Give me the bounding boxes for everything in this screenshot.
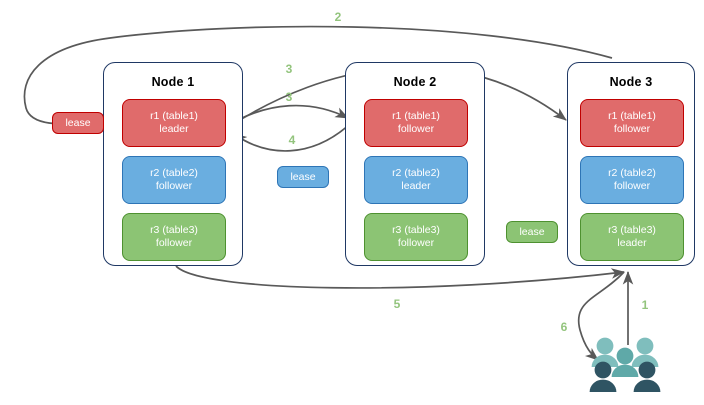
edge-label-3: 3 <box>285 90 293 104</box>
replica-name: r3 (table3) <box>608 224 656 236</box>
replica-role: follower <box>613 123 651 135</box>
replica-role: follower <box>155 237 193 249</box>
edge-label-2: 2 <box>334 10 342 24</box>
replica-r2[interactable]: r2 (table2) follower <box>580 156 684 204</box>
edge-label-3-long: 3 <box>285 62 293 76</box>
edge-label-1: 1 <box>641 298 649 312</box>
replica-role: follower <box>155 180 193 192</box>
replica-r3[interactable]: r3 (table3) follower <box>122 213 226 261</box>
replica-r1[interactable]: r1 (table1) follower <box>364 99 468 147</box>
replica-name: r1 (table1) <box>392 110 440 122</box>
replica-r2[interactable]: r2 (table2) follower <box>122 156 226 204</box>
replica-role: follower <box>397 123 435 135</box>
replica-name: r2 (table2) <box>608 167 656 179</box>
node-title: Node 2 <box>393 75 437 89</box>
replica-name: r2 (table2) <box>392 167 440 179</box>
lease-badge-green[interactable]: lease <box>506 221 558 243</box>
lease-badge-red[interactable]: lease <box>52 112 104 134</box>
node-title: Node 1 <box>151 75 195 89</box>
replica-role: leader <box>159 123 189 135</box>
users-group-icon <box>589 337 661 392</box>
replica-role: follower <box>397 237 435 249</box>
replica-r1[interactable]: r1 (table1) leader <box>122 99 226 147</box>
replica-r3[interactable]: r3 (table3) leader <box>580 213 684 261</box>
replica-role: leader <box>401 180 431 192</box>
replica-r1[interactable]: r1 (table1) follower <box>580 99 684 147</box>
edge-5-path <box>175 265 626 289</box>
replica-name: r1 (table1) <box>608 110 656 122</box>
replica-role: leader <box>617 237 647 249</box>
replica-name: r1 (table1) <box>150 110 198 122</box>
replica-name: r3 (table3) <box>150 224 198 236</box>
node-card-1[interactable]: Node 1 r1 (table1) leader r2 (table2) fo… <box>103 62 243 266</box>
node-title: Node 3 <box>609 75 653 89</box>
node-card-2[interactable]: Node 2 r1 (table1) follower r2 (table2) … <box>345 62 485 266</box>
edge-label-6: 6 <box>560 320 568 334</box>
replica-name: r2 (table2) <box>150 167 198 179</box>
lease-badge-blue[interactable]: lease <box>277 166 329 188</box>
node-card-3[interactable]: Node 3 r1 (table1) follower r2 (table2) … <box>567 62 695 266</box>
replica-r3[interactable]: r3 (table3) follower <box>364 213 468 261</box>
edge-label-4: 4 <box>288 133 296 147</box>
replica-role: follower <box>613 180 651 192</box>
edge-label-5: 5 <box>393 297 401 311</box>
replica-name: r3 (table3) <box>392 224 440 236</box>
replica-r2[interactable]: r2 (table2) leader <box>364 156 468 204</box>
